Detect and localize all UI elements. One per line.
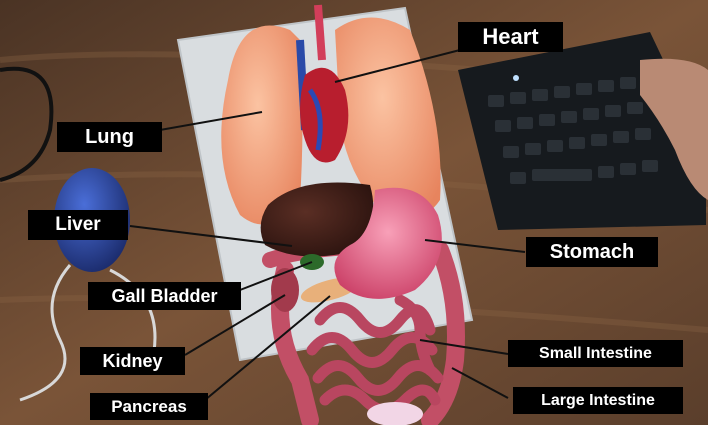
heart-label: Heart bbox=[458, 22, 563, 52]
bladder-base bbox=[367, 402, 423, 425]
stomach-label: Stomach bbox=[526, 237, 658, 267]
lung-label: Lung bbox=[57, 122, 162, 152]
gall-bladder-label: Gall Bladder bbox=[88, 282, 241, 310]
trachea bbox=[318, 5, 322, 60]
pancreas-label: Pancreas bbox=[90, 393, 208, 420]
kidney-model bbox=[271, 268, 299, 312]
liver-label: Liver bbox=[28, 210, 128, 240]
kidney-label: Kidney bbox=[80, 347, 185, 375]
small-intestine-label: Small Intestine bbox=[508, 340, 683, 367]
large-intestine-label: Large Intestine bbox=[513, 387, 683, 414]
